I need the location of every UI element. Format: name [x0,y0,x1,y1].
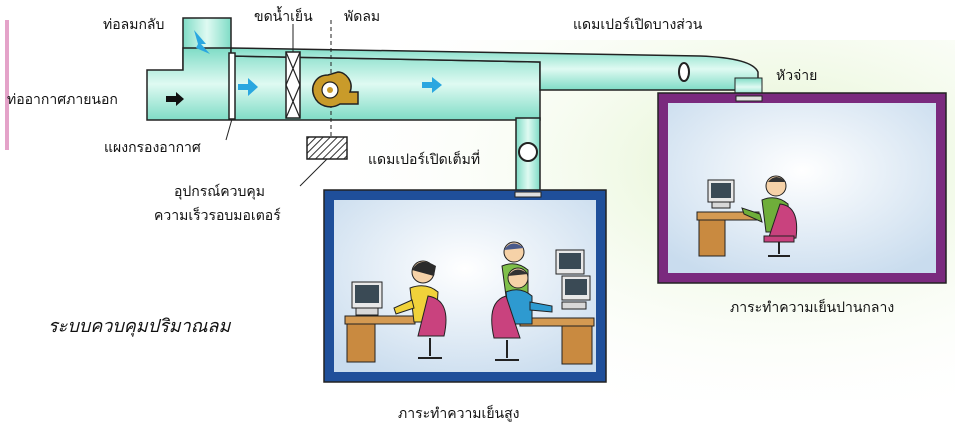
label-speed-controller-line2: ความเร็วรอบมอเตอร์ [154,206,281,224]
caption-high-load: ภาระทำความเย็นสูง [398,404,519,422]
damper-partial-open [678,62,690,82]
airflow-arrows [166,30,442,106]
supply-air-arrow [422,77,442,93]
outside-air-arrow [166,92,184,106]
chair [417,295,447,337]
chair [491,295,521,339]
damper-full-open [518,142,538,162]
filtered-air-arrow [238,78,258,96]
label-cooling-coil: ขดน้ำเย็น [254,6,313,25]
label-fan: พัดลม [344,9,380,25]
diagram-title: ระบบควบคุมปริมาณลม [48,316,231,337]
chair [767,203,798,241]
diffuser-high-load [514,191,542,198]
fan-icon [312,71,359,108]
speed-controller-box [306,136,348,160]
label-damper-full-open: แดมเปอร์เปิดเต็มที่ [368,150,480,168]
caption-medium-load: ภาระทำความเย็นปานกลาง [730,298,894,316]
air-filter [228,52,236,120]
label-return-duct: ท่อลมกลับ [103,17,164,33]
filter-leader [225,118,233,141]
label-outside-air-duct: ท่ออากาศภายนอก [7,92,118,108]
supply-duct-medium-load [230,47,759,91]
diffuser-medium-load [735,95,763,102]
label-damper-partial-open: แดมเปอร์เปิดบางส่วน [573,16,703,33]
label-air-filter: แผงกรองอากาศ [104,140,201,156]
return-air-arrow [194,30,210,54]
desk [344,315,416,325]
controller-leader [299,158,328,187]
room-high-load [323,189,607,383]
room-medium-load [657,92,947,284]
cooling-coil [285,51,301,119]
label-diffuser: หัวจ่าย [776,68,817,84]
label-speed-controller-line1: อุปกรณ์ควบคุม [174,183,265,200]
